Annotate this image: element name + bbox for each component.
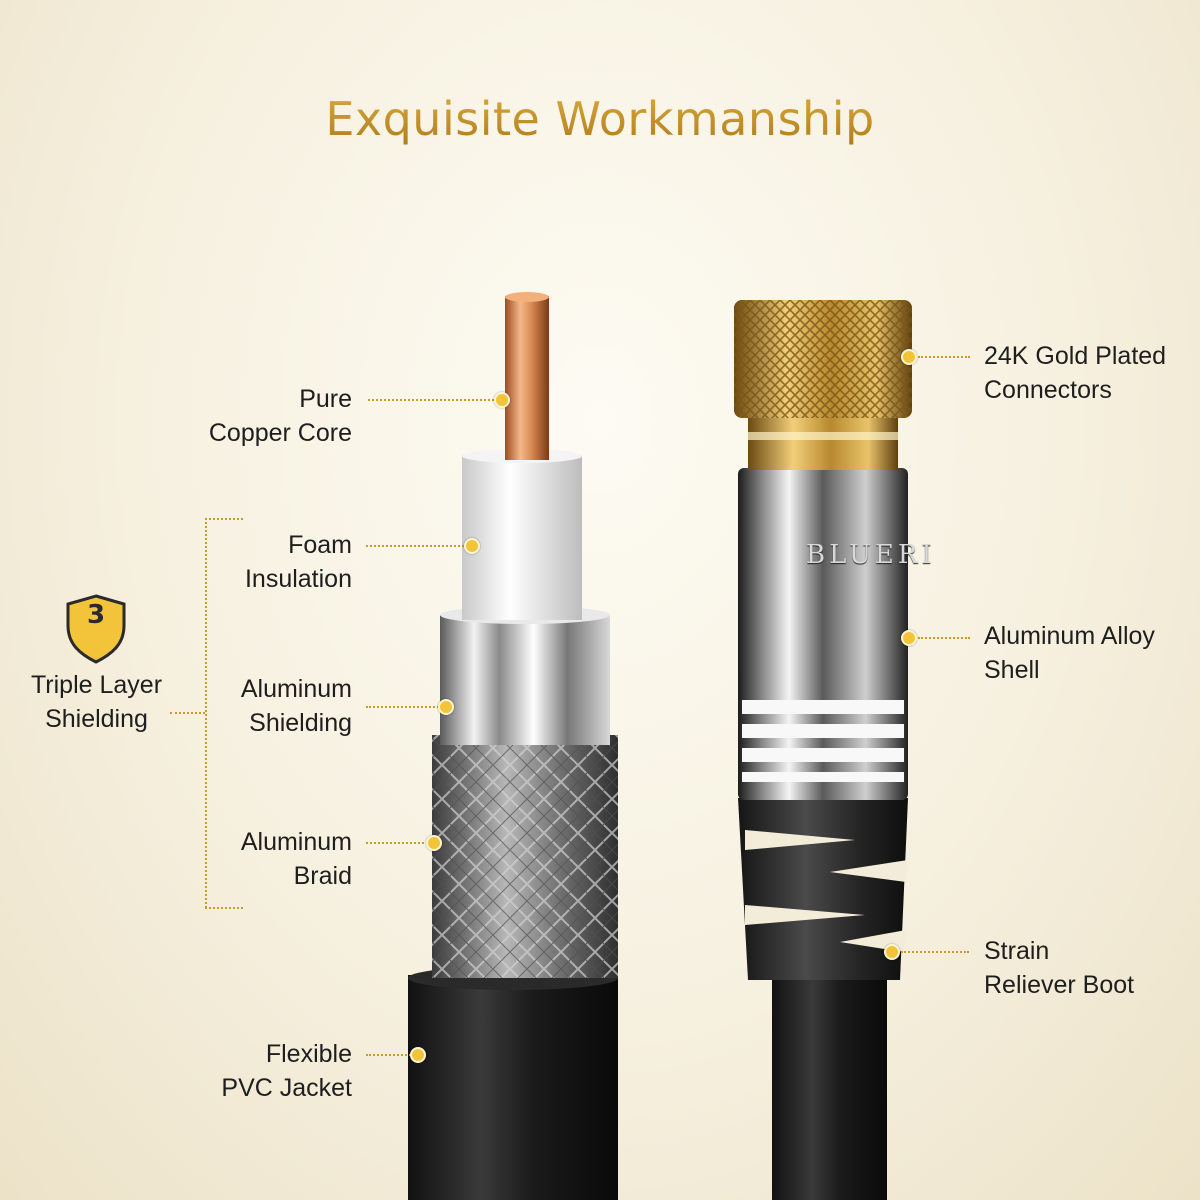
shield-shape: [66, 594, 126, 664]
leader-braid: [366, 842, 432, 844]
copper-core: [505, 296, 549, 460]
foam-line1: Foam: [288, 531, 352, 559]
dot-shielding: [438, 699, 454, 715]
foam-line2: Insulation: [244, 565, 352, 593]
leader-copper: [368, 399, 498, 401]
dot-braid: [426, 835, 442, 851]
boot-line1: Strain: [984, 937, 1050, 965]
page-title: Exquisite Workmanship: [0, 92, 1200, 146]
dot-connector: [901, 349, 917, 365]
label-shielding: Aluminum Shielding: [150, 672, 352, 740]
dot-shell: [901, 630, 917, 646]
dot-boot: [884, 944, 900, 960]
connector-line2: Connectors: [984, 376, 1112, 404]
label-shell: Aluminum Alloy Shell: [984, 619, 1194, 687]
shielding-line2: Shielding: [249, 709, 352, 737]
jacket-line2: PVC Jacket: [221, 1074, 352, 1102]
copper-line1: Pure: [299, 385, 352, 413]
braid-line2: Braid: [293, 862, 352, 890]
leader-shell: [918, 637, 970, 639]
shell-line1: Aluminum Alloy: [984, 622, 1155, 650]
boot-line2: Reliever Boot: [984, 971, 1135, 999]
braid-line1: Aluminum: [240, 828, 352, 856]
jacket-line1: Flexible: [265, 1040, 352, 1068]
shielding-line1: Aluminum: [240, 675, 352, 703]
bracket-mid: [170, 712, 205, 714]
right-cable: [772, 980, 887, 1200]
strain-boot: [738, 798, 908, 980]
triple-layer-line1: Triple Layer: [30, 671, 163, 699]
label-boot: Strain Reliever Boot: [984, 934, 1194, 1002]
alloy-shell: [738, 468, 908, 800]
bracket-line: [205, 518, 207, 908]
leader-shielding: [366, 706, 442, 708]
dot-copper: [494, 392, 510, 408]
leader-jacket: [366, 1054, 414, 1056]
gold-ring: [748, 414, 898, 470]
label-connector: 24K Gold Plated Connectors: [984, 339, 1194, 407]
leader-boot: [901, 951, 969, 953]
label-jacket: Flexible PVC Jacket: [150, 1037, 352, 1105]
label-braid: Aluminum Braid: [150, 825, 352, 893]
triple-layer-line2: Shielding: [45, 705, 148, 733]
leader-connector: [918, 356, 970, 358]
leader-foam: [366, 545, 468, 547]
dot-jacket: [410, 1047, 426, 1063]
badge-number: 3: [86, 600, 106, 630]
label-foam: Foam Insulation: [150, 528, 352, 596]
dot-foam: [464, 538, 480, 554]
connector-line1: 24K Gold Plated: [984, 342, 1167, 370]
triple-layer-label: Triple Layer Shielding: [14, 668, 179, 736]
copper-line2: Copper Core: [208, 419, 352, 447]
label-copper: Pure Copper Core: [150, 382, 352, 450]
aluminum-foil: [440, 615, 610, 745]
bracket-top: [205, 518, 243, 520]
brand-logo-text: BLUERI: [806, 540, 936, 570]
foam-insulation: [462, 455, 582, 620]
shell-line2: Shell: [984, 656, 1040, 684]
bracket-bottom: [205, 907, 243, 909]
pvc-jacket: [408, 975, 618, 1200]
